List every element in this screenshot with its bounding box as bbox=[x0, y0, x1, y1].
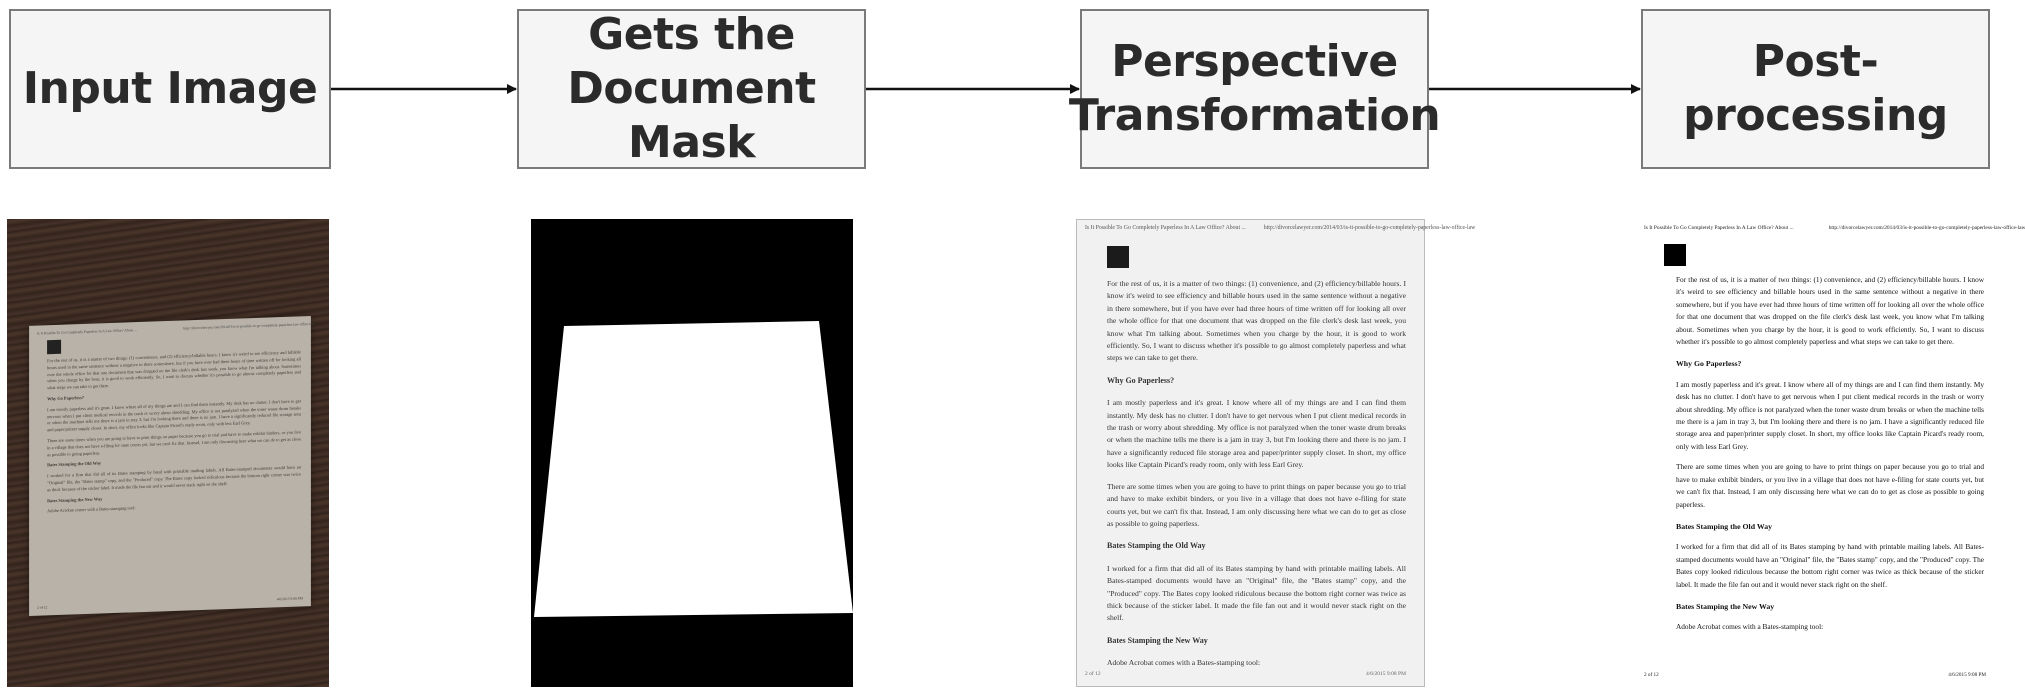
doc-paragraph: I am mostly paperless and it's great. I … bbox=[1107, 398, 1406, 470]
doc-logo-square bbox=[1664, 244, 1686, 266]
doc-heading: Why Go Paperless? bbox=[1107, 375, 1175, 385]
doc-header-right: http://divorcelawyer.com/2014/03/is-it-p… bbox=[183, 321, 315, 331]
doc-paragraph: There are some times when you are going … bbox=[1107, 481, 1406, 528]
doc-heading: Bates Stamping the New Way bbox=[1676, 601, 1775, 611]
doc-header-left: Is It Possible To Go Completely Paperles… bbox=[37, 328, 137, 336]
doc-paragraph: For the rest of us, it is a matter of tw… bbox=[47, 349, 301, 391]
doc-footer-left: 2 of 12 bbox=[1085, 670, 1101, 677]
step-perspective-transformation: Perspective Transformation bbox=[1069, 9, 1441, 169]
doc-heading: Bates Stamping the Old Way bbox=[1676, 521, 1773, 531]
doc-header-left: Is It Possible To Go Completely Paperles… bbox=[1644, 225, 1794, 231]
doc-footer-right: 4/6/2015 9:08 PM bbox=[1948, 671, 1986, 678]
doc-paragraph: I am mostly paperless and it's great. I … bbox=[1676, 379, 1984, 451]
doc-logo-square bbox=[1107, 246, 1129, 268]
doc-paragraph: I worked for a firm that did all of its … bbox=[1107, 563, 1406, 623]
doc-footer-left: 2 of 12 bbox=[37, 605, 48, 610]
doc-logo-square bbox=[47, 339, 62, 355]
warped-document: Is It Possible To Go Completely Paperles… bbox=[1085, 224, 1476, 682]
mask-shape bbox=[534, 321, 853, 617]
step-post-processing: Post-processing bbox=[1641, 9, 1990, 169]
perspective-corrected-image: Is It Possible To Go Completely Paperles… bbox=[1076, 219, 1476, 687]
input-image-photo: Is It Possible To Go Completely Paperles… bbox=[7, 219, 329, 687]
doc-header-right: http://divorcelawyer.com/2014/03/is-it-p… bbox=[1828, 225, 2025, 231]
step-document-mask: Gets the Document Mask bbox=[517, 9, 866, 169]
doc-paragraph: There are some times when you are going … bbox=[1676, 462, 1984, 509]
doc-heading: Bates Stamping the Old Way bbox=[1107, 541, 1206, 551]
doc-heading: Why Go Paperless? bbox=[1676, 359, 1742, 369]
doc-paragraph: Adobe Acrobat comes with a Bates-stampin… bbox=[1107, 658, 1261, 668]
doc-header-left: Is It Possible To Go Completely Paperles… bbox=[1085, 225, 1246, 231]
doc-header-right: http://divorcelawyer.com/2014/03/is-it-p… bbox=[1263, 225, 1476, 231]
doc-footer-right: 4/6/2015 9:08 PM bbox=[1365, 670, 1406, 677]
doc-paragraph: For the rest of us, it is a matter of tw… bbox=[1107, 279, 1406, 363]
doc-paragraph: I worked for a firm that did all of its … bbox=[1676, 542, 1984, 589]
doc-footer-left: 2 of 12 bbox=[1644, 671, 1659, 678]
document-mask-image bbox=[531, 219, 853, 687]
doc-paragraph: For the rest of us, it is a matter of tw… bbox=[1676, 275, 1984, 347]
post-processed-image: Is It Possible To Go Completely Paperles… bbox=[1640, 219, 2025, 687]
photographed-document: Is It Possible To Go Completely Paperles… bbox=[29, 315, 315, 617]
doc-paragraph: Adobe Acrobat comes with a Bates-stampin… bbox=[1676, 622, 1824, 632]
cleaned-document: Is It Possible To Go Completely Paperles… bbox=[1644, 225, 2025, 683]
doc-paragraph: I am mostly paperless and it's great. I … bbox=[47, 398, 301, 433]
doc-heading: Bates Stamping the New Way bbox=[1107, 635, 1208, 645]
step-input-image: Input Image bbox=[9, 9, 331, 169]
doc-footer-right: 4/6/2015 9:08 PM bbox=[276, 596, 303, 602]
